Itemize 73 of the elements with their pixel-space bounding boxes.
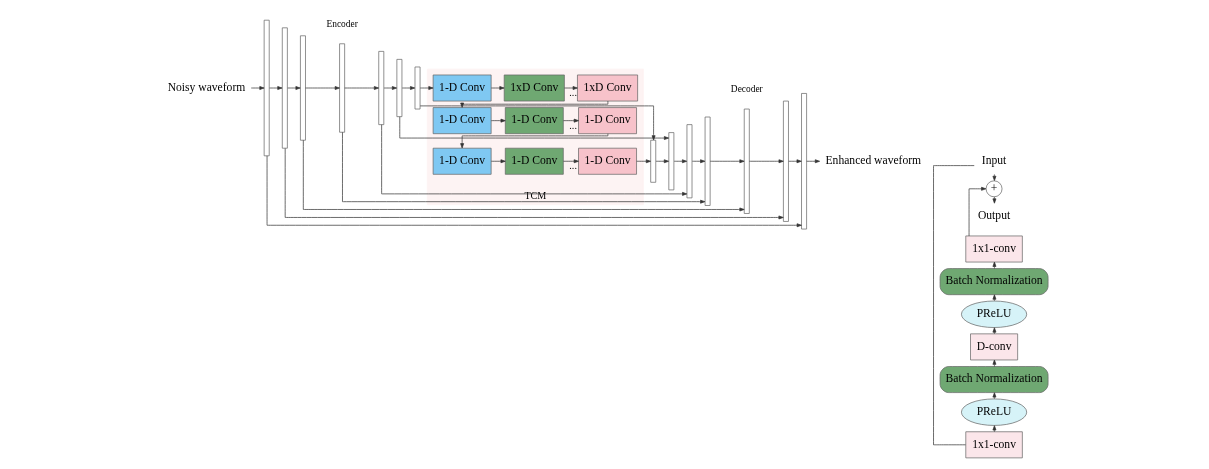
node-box: 1-D Conv (504, 147, 564, 175)
node-text: Noisy waveform (167, 80, 245, 94)
node-bar (377, 51, 384, 125)
arrow (992, 174, 996, 181)
node-box: 1-D Conv (504, 107, 564, 135)
arrow (748, 159, 784, 164)
arrow (673, 159, 687, 164)
edge-label: ... (568, 160, 577, 172)
node-bar (704, 116, 710, 206)
arrow (459, 133, 608, 149)
arrow (419, 86, 433, 90)
arrow (302, 139, 745, 212)
arrow (286, 86, 301, 90)
node-text: Enhanced waveform (825, 154, 921, 168)
arrow (635, 159, 651, 164)
arrow (787, 159, 802, 164)
arrow (250, 86, 264, 90)
node-bar (338, 43, 345, 133)
edge-label: ... (568, 87, 577, 99)
arrow (419, 105, 655, 141)
edge-label: ... (568, 119, 577, 131)
arrow (992, 425, 996, 433)
node-text: Input (981, 154, 1006, 168)
arrow (341, 131, 705, 204)
arrow (655, 159, 669, 164)
arrow (343, 86, 379, 90)
arrow (691, 159, 705, 164)
label: Decoder (730, 83, 763, 94)
arrow (709, 159, 744, 164)
arrow (304, 86, 340, 90)
node-bar (263, 19, 270, 157)
arrow (284, 148, 784, 220)
arrow (398, 116, 669, 140)
node-bar (649, 139, 656, 183)
arrow (992, 392, 996, 400)
arrow (459, 100, 608, 108)
arrow (562, 159, 579, 164)
node-bar (667, 132, 674, 191)
arrow (968, 186, 986, 237)
node-bar (299, 35, 306, 141)
node-box: 1-D Conv (432, 107, 491, 135)
arrow (490, 118, 506, 123)
node-bar (782, 100, 789, 222)
arrow (992, 327, 996, 335)
node-text: Output (977, 209, 1010, 223)
node-box: 1-D Conv (577, 107, 637, 135)
connector (932, 165, 975, 446)
arrow (383, 86, 397, 90)
arrow (992, 196, 996, 204)
node-bar (743, 108, 750, 214)
arrow (380, 124, 687, 196)
node-bar (686, 124, 692, 199)
node-box: 1x1-conv (964, 235, 1023, 263)
node-box: 1xD Conv (576, 74, 638, 102)
arrow (562, 118, 579, 123)
arrow (490, 159, 506, 164)
node-bar (396, 59, 402, 117)
arrow (563, 86, 578, 90)
label: Encoder (325, 18, 358, 29)
arrow (805, 159, 820, 164)
arrow (401, 86, 415, 90)
arrow (268, 86, 282, 90)
node-box: 1-D Conv (432, 147, 491, 175)
node-bar (281, 27, 288, 149)
arrow (992, 294, 996, 302)
node-bar (800, 93, 807, 230)
node-box: 1-D Conv (432, 74, 491, 102)
node-bar (414, 66, 420, 110)
arrow (490, 86, 504, 90)
arrow (992, 261, 996, 269)
arrow (266, 155, 802, 228)
node-box: 1-D Conv (577, 147, 637, 175)
node-box: 1xD Conv (503, 74, 565, 102)
